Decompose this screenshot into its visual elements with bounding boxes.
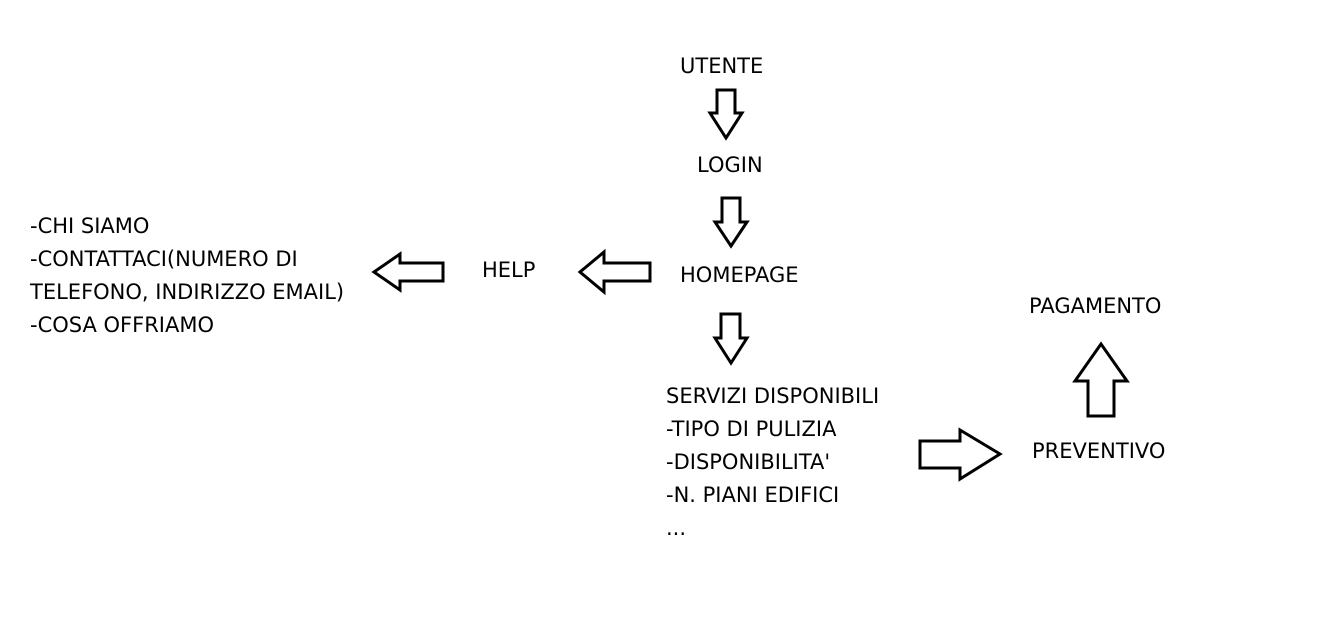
arrow-utente-to-login [707,88,745,141]
node-pagamento: PAGAMENTO [1029,294,1162,318]
node-login: LOGIN [697,153,763,177]
servizi-item: ... [666,516,687,540]
servizi-item: -TIPO DI PULIZIA [666,417,837,441]
help-detail-line: -COSA OFFRIAMO [30,313,215,337]
arrow-homepage-to-servizi [712,312,750,366]
node-servizi: SERVIZI DISPONIBILI -TIPO DI PULIZIA -DI… [666,380,879,545]
arrow-servizi-to-preventivo [918,427,1003,482]
node-help: HELP [482,258,536,282]
arrow-preventivo-to-pagamento [1072,341,1130,418]
node-preventivo: PREVENTIVO [1032,439,1166,463]
servizi-item: -DISPONIBILITA' [666,450,831,474]
node-utente: UTENTE [680,54,764,78]
arrow-login-to-homepage [712,196,750,249]
node-homepage: HOMEPAGE [680,263,799,287]
arrow-homepage-to-help [577,248,652,296]
node-help-details: -CHI SIAMO -CONTATTACI(NUMERO DI TELEFON… [30,210,344,342]
help-detail-line: TELEFONO, INDIRIZZO EMAIL) [30,280,345,304]
servizi-item: -N. PIANI EDIFICI [666,483,840,507]
arrow-help-to-details [371,251,445,293]
help-detail-line: -CHI SIAMO [30,214,150,238]
servizi-title: SERVIZI DISPONIBILI [666,384,880,408]
help-detail-line: -CONTATTACI(NUMERO DI [30,247,298,271]
